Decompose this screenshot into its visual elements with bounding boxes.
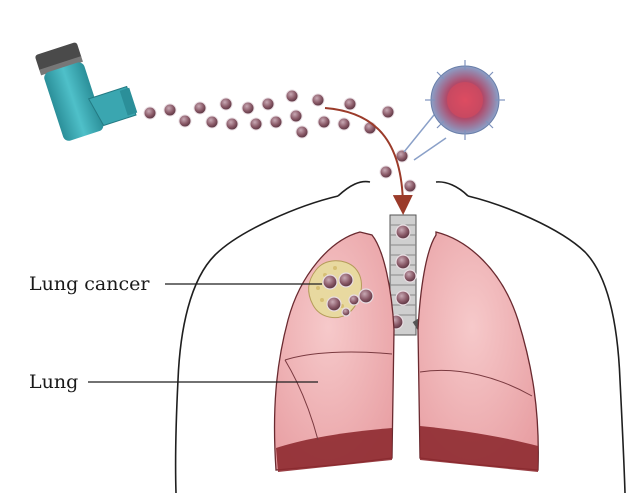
airflow-arrow bbox=[325, 108, 403, 205]
inhaler-icon bbox=[35, 31, 140, 143]
lung-label: Lung bbox=[29, 371, 78, 393]
left-lung bbox=[418, 232, 538, 472]
aerosol-particle-stream bbox=[144, 90, 416, 192]
nanoparticle-icon bbox=[404, 60, 505, 160]
lung-cancer-label: Lung cancer bbox=[29, 273, 150, 295]
